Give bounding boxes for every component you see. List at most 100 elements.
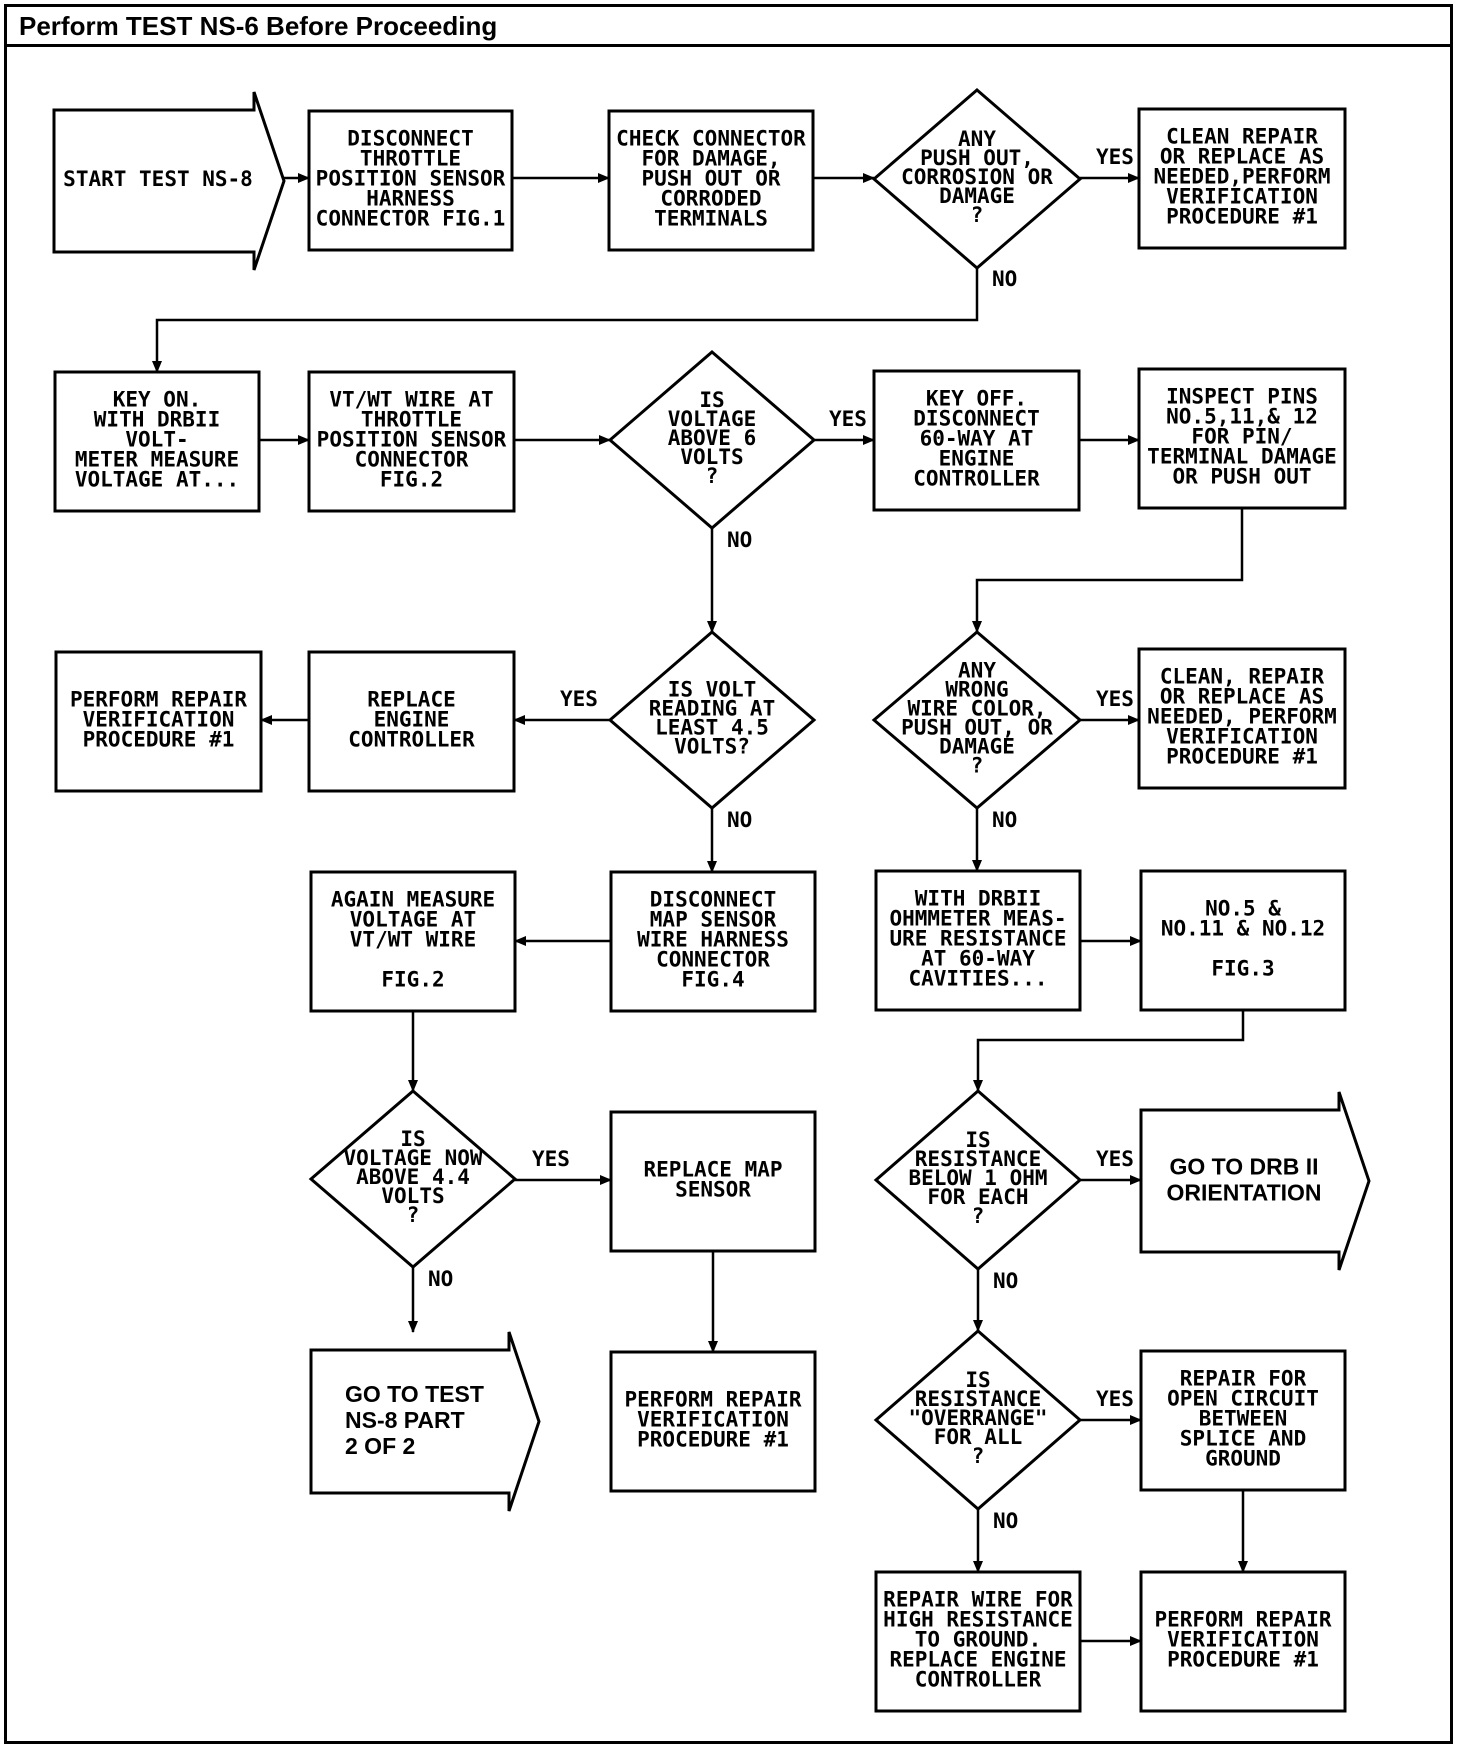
node-text-line: VOLTAGE AT [350,908,476,932]
node-text-line: VERIFICATION [637,1408,789,1432]
node-text-line: OR REPLACE AS [1160,145,1324,169]
node-text-line: ? [407,1203,420,1227]
decision-diamond [871,88,1083,270]
node-text-line: CHECK CONNECTOR [616,127,806,151]
edge-q-below-1ohm-to-go-drb: YES [1080,1147,1142,1185]
node-text-line: ? [971,753,984,777]
edge-line [973,1010,1245,1092]
edge-label-yes: YES [1096,687,1134,711]
node-text-line: CLEAN, REPAIR [1160,665,1325,689]
edge-no5-no11-to-q-below-1ohm [973,1010,1245,1092]
node-text-line: NEEDED, PERFORM [1147,705,1337,729]
terminal-arrow [1139,1091,1371,1271]
node-text-line: ABOVE 6 [668,426,757,450]
page-title: Perform TEST NS-6 Before Proceeding [19,11,498,41]
nodes-layer: START TEST NS-8DISCONNECTTHROTTLEPOSITIO… [52,88,1371,1713]
node-text-line: PERFORM REPAIR [70,688,247,712]
node-text-line: FIG.2 [380,468,443,492]
process-box [1137,647,1347,790]
node-text-line: VERIFICATION [1167,1628,1319,1652]
node-text-line: PROCEDURE #1 [83,728,235,752]
edge-label-yes: YES [560,687,598,711]
node-text-line: ? [972,1444,985,1468]
process-box [874,869,1082,1012]
edge-label-no: NO [727,808,752,832]
node-text-line: PERFORM REPAIR [1154,1608,1331,1632]
process-box [1139,869,1347,1012]
node-start: START TEST NS-8 [52,91,286,271]
process-box [1137,367,1347,510]
edge-q-above-44-to-go-ns8: NO [408,1267,453,1333]
node-text-line: FIG.3 [1211,957,1274,981]
title-bar: Perform TEST NS-6 Before Proceeding [7,7,1450,47]
node-text-line: VOLTAGE [668,407,757,431]
node-text-line: ? [972,1204,985,1228]
node-text-line: ANY [958,127,996,151]
node-text-line: CLEAN REPAIR [1166,125,1318,149]
node-text-line: TERMINAL DAMAGE [1147,445,1337,469]
node-text-line: PUSH OUT, OR [901,715,1053,739]
node-text-line: POSITION SENSOR [317,428,507,452]
node-text-line: FOR DAMAGE, [641,147,780,171]
edge-line [152,268,979,373]
node-text-line: VT/WT WIRE AT [329,388,493,412]
node-text-line: ABOVE 4.4 [356,1165,470,1189]
edge-label-yes: YES [1096,145,1134,169]
edge-q-overrange-to-repair-high-res: NO [973,1509,1018,1573]
edge-line [972,508,1244,633]
node-text-line: WITH DRBII [94,408,220,432]
process-box [307,109,514,252]
node-text-line: READING AT [649,696,775,720]
node-text-line: VOLT- [125,428,188,452]
edge-q-pushout-to-key-on: NO [152,267,1017,373]
node-text-line: OR PUSH OUT [1172,465,1311,489]
process-box [1137,107,1347,250]
node-text-line: CONTROLLER [348,728,475,752]
node-text-line: VERIFICATION [1166,185,1318,209]
node-text-line: CORRODED [660,187,761,211]
node-text-line: CONNECTOR [355,448,469,472]
node-text-line: VOLTS [381,1184,444,1208]
node-text-line: FOR ALL [934,1425,1023,1449]
node-text-line: ENGINE [939,447,1015,471]
node-text-line: PROCEDURE #1 [1166,205,1318,229]
node-text-line: HIGH RESISTANCE [883,1608,1073,1632]
node-text-line: CONTROLLER [913,467,1040,491]
node-text-line: AT 60-WAY [921,947,1035,971]
node-text-line: IS [400,1127,425,1151]
node-text-line: REPAIR FOR [1180,1367,1307,1391]
edge-q-above-6-to-key-off: YES [814,407,875,445]
edge-inspect-pins-to-q-wrong-wire [972,508,1244,633]
node-text-line: CAVITIES... [908,967,1047,991]
node-text-line: CORROSION OR [901,165,1053,189]
node-text-line: THROTTLE [360,147,461,171]
node-text-line: REPLACE MAP [643,1158,782,1182]
node-text-line: IS [699,388,724,412]
node-text-line: WIRE COLOR, [907,696,1046,720]
process-box [609,1110,817,1253]
node-text-line: TERMINALS [654,207,768,231]
node-text-line: AGAIN MEASURE [331,888,495,912]
edge-q-wrong-wire-to-ohmmeter: NO [972,808,1017,872]
node-text-line: PROCEDURE #1 [637,1428,789,1452]
node-text-line: RESISTANCE [915,1147,1041,1171]
terminal-arrow [52,91,286,271]
process-box [874,1570,1082,1713]
node-text-line: OPEN CIRCUIT [1167,1387,1319,1411]
node-text-line: SPLICE AND [1180,1427,1306,1451]
edge-q-below-1ohm-to-q-overrange: NO [973,1269,1018,1332]
edge-q-least-45-to-disconnect-map: NO [707,808,752,873]
node-text-line: START TEST NS-8 [63,167,253,191]
node-text-line: PUSH OUT OR [641,167,780,191]
